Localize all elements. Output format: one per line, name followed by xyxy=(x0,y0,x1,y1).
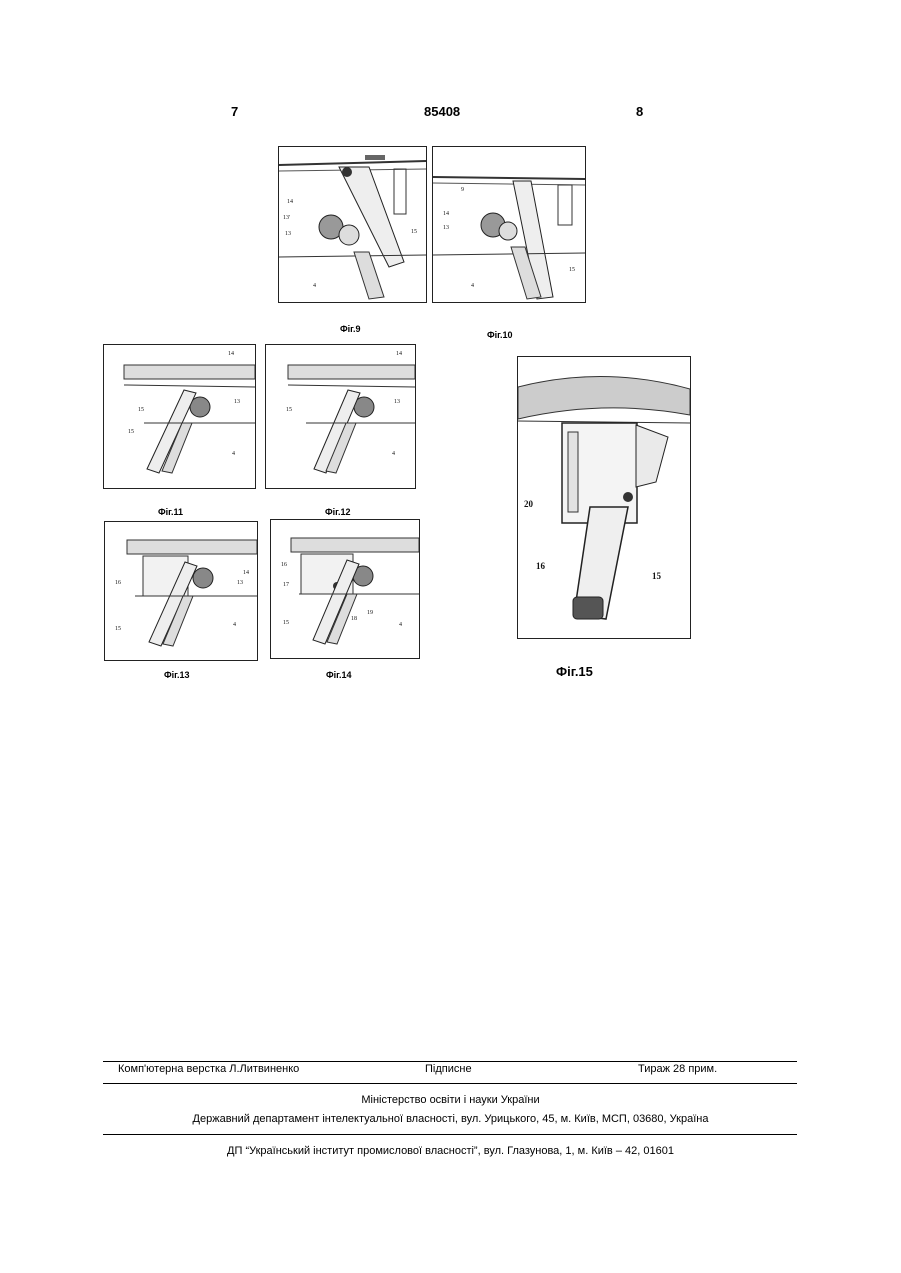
figure-9-caption: Фіг.9 xyxy=(340,324,361,334)
svg-text:17: 17 xyxy=(283,582,289,588)
footer-rule-bottom xyxy=(103,1134,797,1135)
ministry-line: Міністерство освіти і науки України xyxy=(0,1094,901,1106)
svg-text:15: 15 xyxy=(138,407,144,413)
svg-text:16: 16 xyxy=(115,580,121,586)
figure-12-caption: Фіг.12 xyxy=(325,507,351,517)
svg-text:14: 14 xyxy=(228,351,234,357)
figure-14-caption: Фіг.14 xyxy=(326,670,352,680)
svg-text:16: 16 xyxy=(536,561,546,571)
figure-14-photo: 16 17 19 18 15 4 xyxy=(270,519,420,659)
patent-number: 85408 xyxy=(424,104,460,119)
svg-text:13: 13 xyxy=(443,225,449,231)
svg-text:13: 13 xyxy=(394,399,400,405)
svg-text:4: 4 xyxy=(233,622,236,628)
figure-13-photo: 16 14 13 15 4 xyxy=(104,521,258,661)
page-number-left: 7 xyxy=(231,104,238,119)
figure-13-caption: Фіг.13 xyxy=(164,670,190,680)
figure-15-photo: 20 16 15 xyxy=(517,356,691,639)
figure-15-caption: Фіг.15 xyxy=(556,664,593,679)
svg-text:9: 9 xyxy=(461,187,464,193)
page-number-right: 8 xyxy=(636,104,643,119)
figure-11-caption: Фіг.11 xyxy=(158,507,183,517)
svg-text:4: 4 xyxy=(392,451,395,457)
svg-text:4: 4 xyxy=(232,451,235,457)
svg-text:13: 13 xyxy=(237,580,243,586)
svg-text:14: 14 xyxy=(443,211,449,217)
svg-text:14: 14 xyxy=(396,351,402,357)
svg-text:4: 4 xyxy=(471,283,474,289)
typesetting-credit: Комп'ютерна верстка Л.Литвиненко xyxy=(118,1063,299,1075)
footer-rule-middle xyxy=(103,1083,797,1084)
svg-text:14: 14 xyxy=(243,570,249,576)
figure-9-photo: 14 13' 13 15 4 xyxy=(278,146,427,303)
figure-10-caption: Фіг.10 xyxy=(487,330,513,340)
department-line: Державний департамент інтелектуальної вл… xyxy=(0,1113,901,1125)
svg-text:15: 15 xyxy=(652,571,662,581)
signed-note: Підписне xyxy=(425,1063,472,1075)
svg-text:15: 15 xyxy=(283,620,289,626)
figure-10-photo: 9 14 13 15 4 xyxy=(432,146,586,303)
institute-line: ДП “Український інститут промислової вла… xyxy=(0,1145,901,1157)
svg-text:13': 13' xyxy=(283,215,290,221)
footer-rule-top xyxy=(103,1061,797,1062)
svg-text:19: 19 xyxy=(367,610,373,616)
svg-text:15: 15 xyxy=(128,429,134,435)
svg-text:18: 18 xyxy=(351,616,357,622)
figure-12-photo: 14 13 15 4 xyxy=(265,344,416,489)
svg-text:15: 15 xyxy=(286,407,292,413)
svg-text:15: 15 xyxy=(569,267,575,273)
svg-text:4: 4 xyxy=(313,283,316,289)
figure-11-photo: 14 13 15 15 4 xyxy=(103,344,256,489)
svg-text:4: 4 xyxy=(399,622,402,628)
svg-text:13: 13 xyxy=(285,231,291,237)
svg-text:15: 15 xyxy=(411,229,417,235)
circulation-note: Тираж 28 прим. xyxy=(638,1063,717,1075)
svg-text:16: 16 xyxy=(281,562,287,568)
svg-text:15: 15 xyxy=(115,626,121,632)
svg-text:20: 20 xyxy=(524,499,534,509)
svg-text:14: 14 xyxy=(287,199,293,205)
svg-text:13: 13 xyxy=(234,399,240,405)
